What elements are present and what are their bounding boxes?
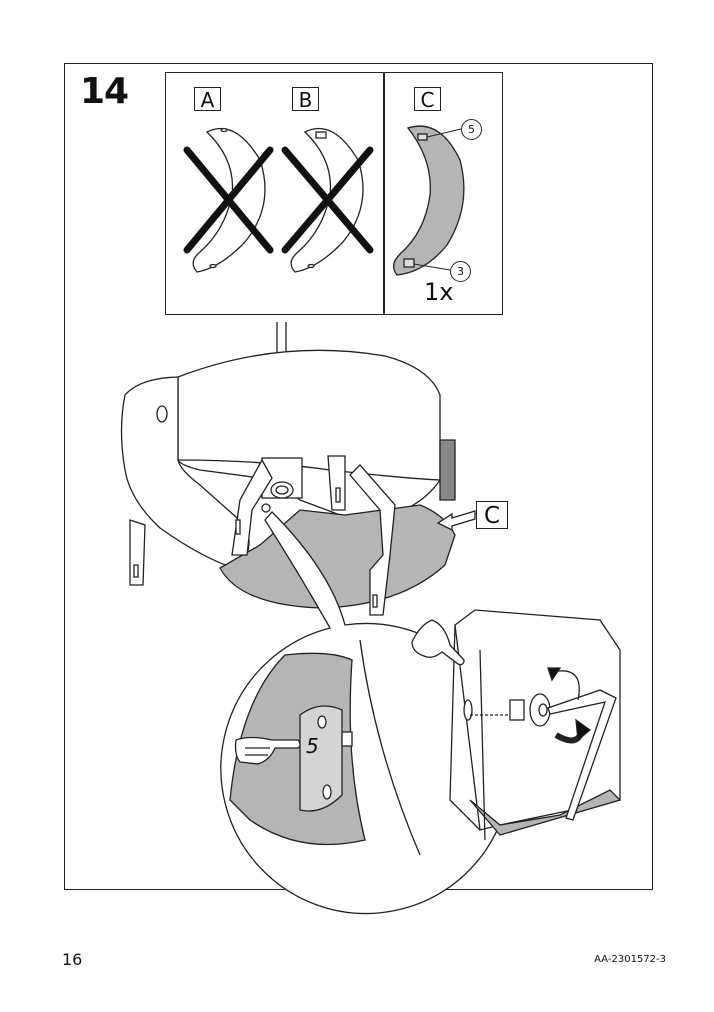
rotate-arrow-icon [547, 667, 592, 744]
option-a-label: A [194, 87, 221, 112]
suspension-cord [276, 322, 287, 353]
option-c-panel-illustration [393, 125, 465, 276]
bracket-far-right [439, 439, 456, 501]
arrow-to-c [436, 510, 476, 532]
option-c-quantity: 1x [424, 278, 454, 306]
bracket-center [327, 455, 346, 511]
detail-right-block [449, 609, 622, 841]
screw-fitting [470, 693, 551, 727]
part-callout-3: 3 [450, 261, 471, 282]
part-callout-5: 5 [461, 119, 482, 140]
step-number: 14 [80, 71, 129, 112]
bracket-left [231, 458, 273, 556]
bracket-far-left [129, 519, 146, 586]
option-b-label: B [292, 87, 319, 112]
cross-b-icon [281, 146, 374, 254]
main-callout-c: C [476, 501, 508, 529]
detail-left-panel [229, 652, 366, 846]
cross-a-icon [183, 146, 274, 254]
center-socket [261, 457, 303, 499]
document-code: AA-2301572-3 [594, 954, 666, 965]
lower-shade-panel [219, 504, 456, 609]
pointing-hand-icon-2 [411, 619, 465, 666]
options-panel-c [384, 72, 503, 315]
allen-key-icon [547, 689, 617, 821]
detail-marker [261, 503, 271, 513]
option-c-label: C [414, 87, 441, 112]
options-panel-ab [165, 72, 384, 315]
pointing-hand-icon [234, 736, 301, 765]
page-number: 16 [62, 950, 83, 969]
detail-part-label: 5 [306, 734, 319, 758]
lamp-shade [120, 349, 441, 571]
bracket-right [349, 464, 396, 616]
